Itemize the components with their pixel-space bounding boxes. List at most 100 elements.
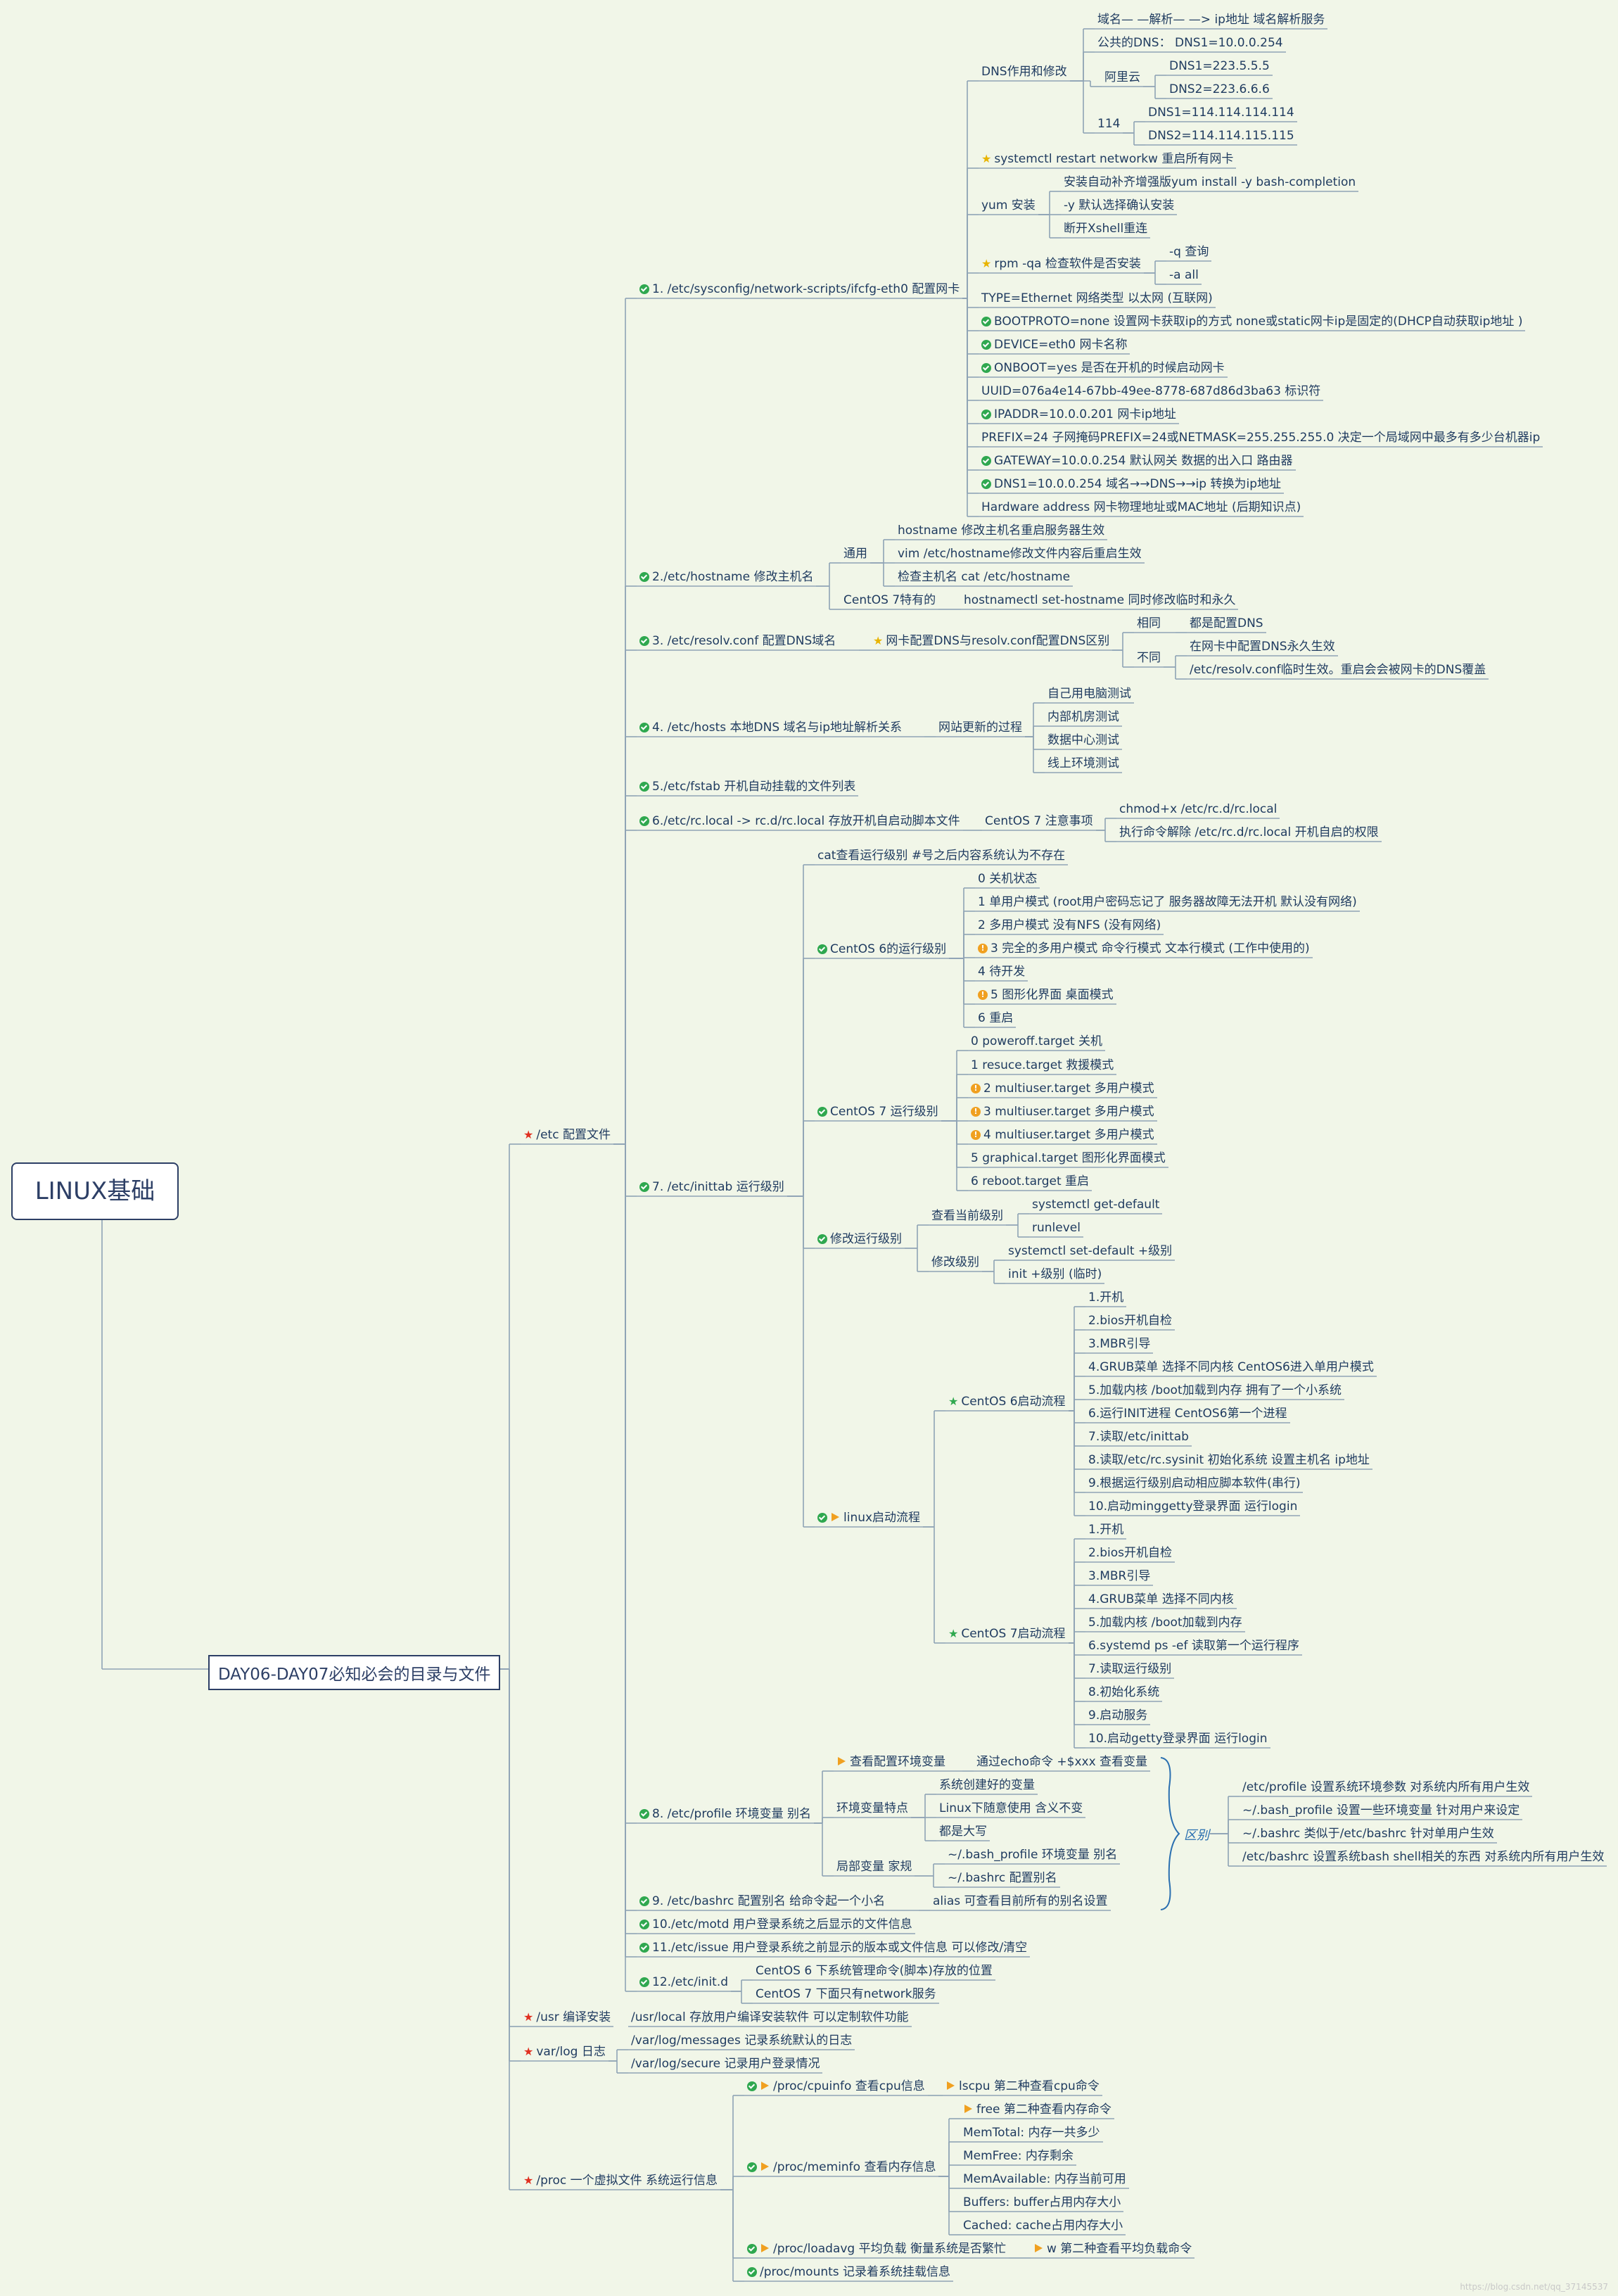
topic-node[interactable]: GATEWAY=10.0.0.254 默认网关 数据的出入口 路由器	[979, 454, 1296, 468]
topic-node[interactable]: 检查主机名 cat /etc/hostname	[895, 570, 1073, 584]
topic-node[interactable]: 2 多用户模式 没有NFS (没有网络)	[975, 918, 1164, 932]
topic-node[interactable]: ★CentOS 6启动流程	[945, 1395, 1069, 1409]
topic-node[interactable]: ★rpm -qa 检查软件是否安装	[979, 257, 1144, 271]
topic-node[interactable]: 1. /etc/sysconfig/network-scripts/ifcfg-…	[637, 282, 962, 296]
topic-node[interactable]: MemFree: 内存剩余	[960, 2149, 1076, 2163]
topic-node[interactable]: Hardware address 网卡物理地址或MAC地址 (后期知识点)	[979, 500, 1304, 514]
topic-node[interactable]: 10.启动minggetty登录界面 运行login	[1085, 1499, 1300, 1514]
topic-node[interactable]: runlevel	[1029, 1221, 1083, 1235]
topic-node[interactable]: 局部变量 家规	[834, 1860, 915, 1874]
topic-node[interactable]: w 第二种查看平均负载命令	[1031, 2242, 1195, 2256]
topic-node[interactable]: 2 multiuser.target 多用户模式	[968, 1082, 1157, 1096]
topic-node[interactable]: IPADDR=10.0.0.201 网卡ip地址	[979, 407, 1179, 421]
topic-node[interactable]: ~/.bash_profile 设置一些环境变量 针对用户来设定	[1240, 1803, 1522, 1818]
topic-node[interactable]: 网站更新的过程	[936, 721, 1025, 735]
topic-node[interactable]: 10./etc/motd 用户登录系统之后显示的文件信息	[637, 1917, 915, 1932]
topic-node[interactable]: /proc/loadavg 平均负载 衡量系统是否繁忙	[744, 2242, 1009, 2256]
topic-node[interactable]: 1 单用户模式 (root用户密码忘记了 服务器故障无法开机 默认没有网络)	[975, 895, 1360, 909]
topic-node[interactable]: systemctl get-default	[1029, 1198, 1162, 1212]
topic-node[interactable]: 9. /etc/bashrc 配置别名 给命令起一个小名	[637, 1894, 888, 1908]
topic-node[interactable]: 7. /etc/inittab 运行级别	[637, 1180, 787, 1194]
topic-node[interactable]: 修改运行级别	[815, 1232, 905, 1246]
topic-node[interactable]: 3. /etc/resolv.conf 配置DNS域名	[637, 634, 839, 648]
topic-node[interactable]: 7.读取运行级别	[1085, 1662, 1174, 1676]
topic-node[interactable]: 6 reboot.target 重启	[968, 1174, 1092, 1188]
topic-node[interactable]: DEVICE=eth0 网卡名称	[979, 338, 1130, 352]
topic-node[interactable]: 8. /etc/profile 环境变量 别名	[637, 1807, 814, 1821]
topic-node[interactable]: 3.MBR引导	[1085, 1337, 1153, 1351]
topic-node[interactable]: 相同	[1134, 616, 1164, 630]
topic-node[interactable]: ★var/log 日志	[521, 2045, 609, 2059]
topic-node[interactable]: 1 resuce.target 救援模式	[968, 1058, 1116, 1072]
topic-node[interactable]: ★CentOS 7启动流程	[945, 1627, 1069, 1641]
topic-node[interactable]: BOOTPROTO=none 设置网卡获取ip的方式 none或static网卡…	[979, 315, 1525, 329]
topic-node[interactable]: DNS作用和修改	[979, 65, 1070, 79]
topic-node[interactable]: 数据中心测试	[1045, 733, 1122, 747]
topic-node[interactable]: vim /etc/hostname修改文件内容后重启生效	[895, 547, 1145, 561]
topic-node[interactable]: 公共的DNS： DNS1=10.0.0.254	[1095, 36, 1286, 50]
topic-node[interactable]: 12./etc/init.d	[637, 1975, 731, 1989]
topic-node[interactable]: 都是大写	[936, 1825, 990, 1839]
topic-node[interactable]: ONBOOT=yes 是否在开机的时候启动网卡	[979, 361, 1228, 375]
topic-node[interactable]: 域名— —解析— —> ip地址 域名解析服务	[1095, 13, 1327, 27]
topic-node[interactable]: ~/.bash_profile 环境变量 别名	[945, 1848, 1120, 1862]
topic-node[interactable]: 0 关机状态	[975, 872, 1040, 886]
topic-node[interactable]: init +级别 (临时)	[1005, 1267, 1104, 1281]
topic-node[interactable]: 9.启动服务	[1085, 1708, 1150, 1723]
topic-node[interactable]: 在网卡中配置DNS永久生效	[1187, 640, 1338, 654]
topic-node[interactable]: -y 默认选择确认安装	[1061, 198, 1177, 213]
topic-node[interactable]: /usr/local 存放用户编译安装软件 可以定制软件功能	[628, 2010, 912, 2024]
topic-node[interactable]: ★/proc 一个虚拟文件 系统运行信息	[521, 2174, 720, 2188]
topic-node[interactable]: 0 poweroff.target 关机	[968, 1034, 1105, 1048]
topic-node[interactable]: MemTotal: 内存一共多少	[960, 2126, 1103, 2140]
topic-node[interactable]: lscpu 第二种查看cpu命令	[943, 2079, 1102, 2093]
topic-node[interactable]: -a all	[1166, 268, 1202, 282]
topic-node[interactable]: 3.MBR引导	[1085, 1569, 1153, 1583]
topic-node[interactable]: 8.读取/etc/rc.sysinit 初始化系统 设置主机名 ip地址	[1085, 1453, 1372, 1467]
topic-node[interactable]: ★网卡配置DNS与resolv.conf配置DNS区别	[870, 634, 1112, 648]
topic-node[interactable]: hostnamectl set-hostname 同时修改临时和永久	[961, 593, 1238, 607]
topic-node[interactable]: TYPE=Ethernet 网络类型 以太网 (互联网)	[979, 291, 1216, 305]
topic-node[interactable]: Cached: cache占用内存大小	[960, 2219, 1126, 2233]
topic-node[interactable]: hostname 修改主机名重启服务器生效	[895, 524, 1107, 538]
topic-node[interactable]: MemAvailable: 内存当前可用	[960, 2172, 1129, 2186]
topic-node[interactable]: 系统创建好的变量	[936, 1778, 1038, 1792]
topic-node[interactable]: 都是配置DNS	[1187, 616, 1266, 630]
topic-node[interactable]: 执行命令解除 /etc/rc.d/rc.local 开机自启的权限	[1116, 825, 1382, 839]
topic-node[interactable]: DNS2=223.6.6.6	[1166, 82, 1273, 96]
root-topic[interactable]: LINUX基础	[11, 1162, 179, 1220]
topic-node[interactable]: ★/usr 编译安装	[521, 2010, 613, 2024]
topic-node[interactable]: 3 multiuser.target 多用户模式	[968, 1105, 1157, 1119]
topic-node[interactable]: 5.加载内核 /boot加载到内存 拥有了一个小系统	[1085, 1383, 1344, 1397]
topic-node[interactable]: 8.初始化系统	[1085, 1685, 1162, 1699]
topic-node[interactable]: /etc/profile 设置系统环境参数 对系统内所有用户生效	[1240, 1780, 1532, 1794]
topic-node[interactable]: DNS1=10.0.0.254 域名→→DNS→→ip 转换为ip地址	[979, 477, 1284, 491]
topic-node[interactable]: PREFIX=24 子网掩码PREFIX=24或NETMASK=255.255.…	[979, 431, 1543, 445]
topic-node[interactable]: /var/log/messages 记录系统默认的日志	[628, 2034, 855, 2048]
topic-node[interactable]: CentOS 7特有的	[841, 593, 938, 607]
subtopic-day06-day07[interactable]: DAY06-DAY07必知必会的目录与文件	[208, 1655, 501, 1690]
topic-node[interactable]: 11./etc/issue 用户登录系统之前显示的版本或文件信息 可以修改/清空	[637, 1941, 1030, 1955]
topic-node[interactable]: /etc/resolv.conf临时生效。重启会会被网卡的DNS覆盖	[1187, 663, 1489, 677]
topic-node[interactable]: 阿里云	[1102, 70, 1143, 84]
topic-node[interactable]: CentOS 6的运行级别	[815, 942, 949, 956]
topic-node[interactable]: 5./etc/fstab 开机自动挂载的文件列表	[637, 780, 858, 794]
topic-node[interactable]: 4 待开发	[975, 965, 1028, 979]
topic-node[interactable]: /proc/meminfo 查看内存信息	[744, 2160, 938, 2174]
topic-node[interactable]: DNS1=223.5.5.5	[1166, 59, 1273, 73]
topic-node[interactable]: 查看当前级别	[929, 1209, 1006, 1223]
topic-node[interactable]: /var/log/secure 记录用户登录情况	[628, 2057, 822, 2071]
topic-node[interactable]: yum 安装	[979, 198, 1038, 213]
topic-node[interactable]: 6.systemd ps -ef 读取第一个运行程序	[1085, 1639, 1302, 1653]
topic-node[interactable]: 通过echo命令 +$xxx 查看变量	[974, 1755, 1150, 1769]
topic-node[interactable]: cat查看运行级别 #号之后内容系统认为不存在	[815, 849, 1068, 863]
topic-node[interactable]: ★systemctl restart networkw 重启所有网卡	[979, 152, 1236, 166]
topic-node[interactable]: CentOS 6 下系统管理命令(脚本)存放的位置	[753, 1964, 995, 1978]
topic-node[interactable]: ~/.bashrc 配置别名	[945, 1871, 1060, 1885]
topic-node[interactable]: 4 multiuser.target 多用户模式	[968, 1128, 1157, 1142]
topic-node[interactable]: CentOS 7 下面只有network服务	[753, 1987, 939, 2001]
topic-node[interactable]: 查看配置环境变量	[834, 1755, 948, 1769]
topic-node[interactable]: 断开Xshell重连	[1061, 222, 1150, 236]
topic-node[interactable]: UUID=076a4e14-67bb-49ee-8778-687d86d3ba6…	[979, 384, 1323, 398]
topic-node[interactable]: 7.读取/etc/inittab	[1085, 1430, 1192, 1444]
